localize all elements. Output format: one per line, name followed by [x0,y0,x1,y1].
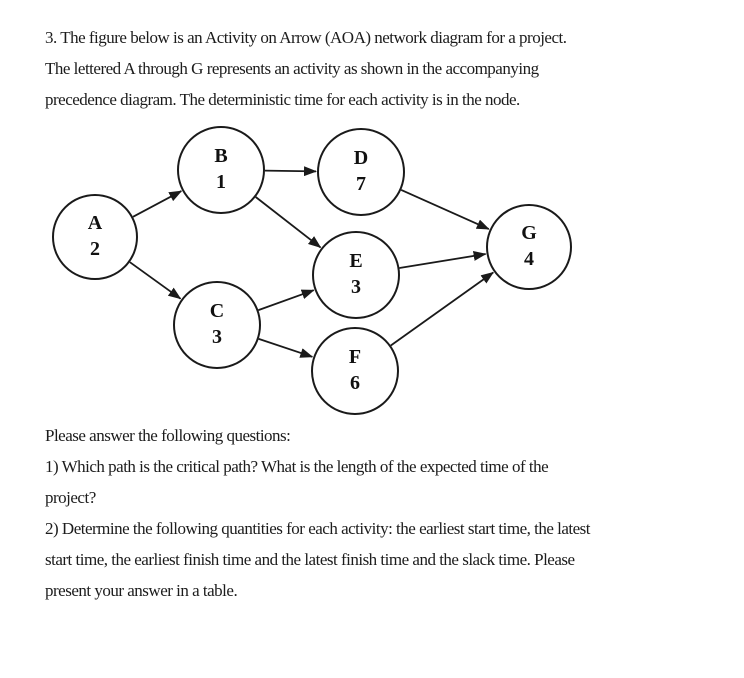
node-letter-C: C [210,300,224,322]
questions: Please answer the following questions: 1… [45,420,724,606]
questions-line-2: 1) Which path is the critical path? What… [45,457,549,476]
questions-line-1: Please answer the following questions: [45,426,291,445]
node-circle-G [486,204,572,290]
problem-statement-line-1: 3. The figure below is an Activity on Ar… [45,28,567,47]
node-circle-C [173,281,261,369]
questions-line-4: 2) Determine the following quantities fo… [45,519,591,538]
edge-E-G [399,250,487,269]
node-duration-E: 3 [351,276,361,298]
node-letter-G: G [521,222,537,244]
diagram-node-B: B1 [177,126,265,214]
problem-statement-line-2: The lettered A through G represents an a… [45,59,539,78]
problem-statement: 3. The figure below is an Activity on Ar… [45,22,724,115]
diagram-node-D: D7 [317,128,405,216]
edge-A-B [132,190,183,218]
problem-statement-line-3: precedence diagram. The deterministic ti… [45,90,520,109]
node-duration-D: 7 [356,173,366,195]
diagram-node-F: F6 [311,327,399,415]
edge-D-G [400,189,490,230]
edge-A-C [129,261,182,300]
node-letter-F: F [349,346,361,368]
node-duration-F: 6 [350,372,360,394]
edge-F-G [390,271,495,347]
node-circle-B [177,126,265,214]
node-circle-E [312,231,400,319]
node-letter-B: B [214,145,227,167]
diagram-node-A: A2 [52,194,138,280]
node-duration-C: 3 [212,326,222,348]
diagram-edges [129,166,495,358]
edge-B-E [255,196,322,249]
diagram-node-C: C3 [173,281,261,369]
node-circle-F [311,327,399,415]
questions-line-3: project? [45,488,96,507]
node-letter-D: D [354,147,368,169]
node-circle-A [52,194,138,280]
node-duration-B: 1 [216,171,226,193]
node-letter-A: A [88,212,103,234]
questions-line-5: start time, the earliest finish time and… [45,550,575,569]
questions-line-6: present your answer in a table. [45,581,238,600]
edge-B-D [264,166,317,177]
node-circle-D [317,128,405,216]
diagram-node-G: G4 [486,204,572,290]
diagram-node-E: E3 [312,231,400,319]
node-duration-G: 4 [524,248,534,270]
node-letter-E: E [349,250,362,272]
node-duration-A: 2 [90,238,100,260]
edge-C-F [258,338,314,358]
edge-C-E [258,289,315,311]
